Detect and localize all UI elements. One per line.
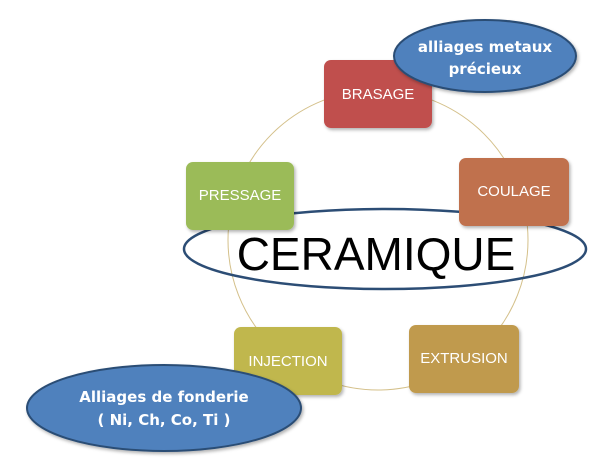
node-coulage-label: COULAGE xyxy=(477,183,550,200)
node-brasage-label: BRASAGE xyxy=(342,86,415,103)
callout-precious-line1: alliages metaux xyxy=(418,38,553,56)
node-extrusion-label: EXTRUSION xyxy=(420,350,508,367)
node-pressage xyxy=(186,162,294,230)
callout-precious-line2: précieux xyxy=(449,60,522,78)
callout-precious-metals xyxy=(393,19,577,93)
node-brasage xyxy=(324,60,432,128)
callout-foundry-line2: ( Ni, Ch, Co, Ti ) xyxy=(98,411,231,429)
node-injection-label: INJECTION xyxy=(248,353,327,370)
center-ellipse xyxy=(182,207,588,291)
node-pressage-label: PRESSAGE xyxy=(199,187,282,204)
node-extrusion xyxy=(409,325,519,393)
callout-foundry-line1: Alliages de fonderie xyxy=(79,388,248,406)
callout-foundry-alloys xyxy=(26,364,302,452)
center-title: CERAMIQUE xyxy=(237,228,516,280)
node-coulage xyxy=(459,158,569,226)
